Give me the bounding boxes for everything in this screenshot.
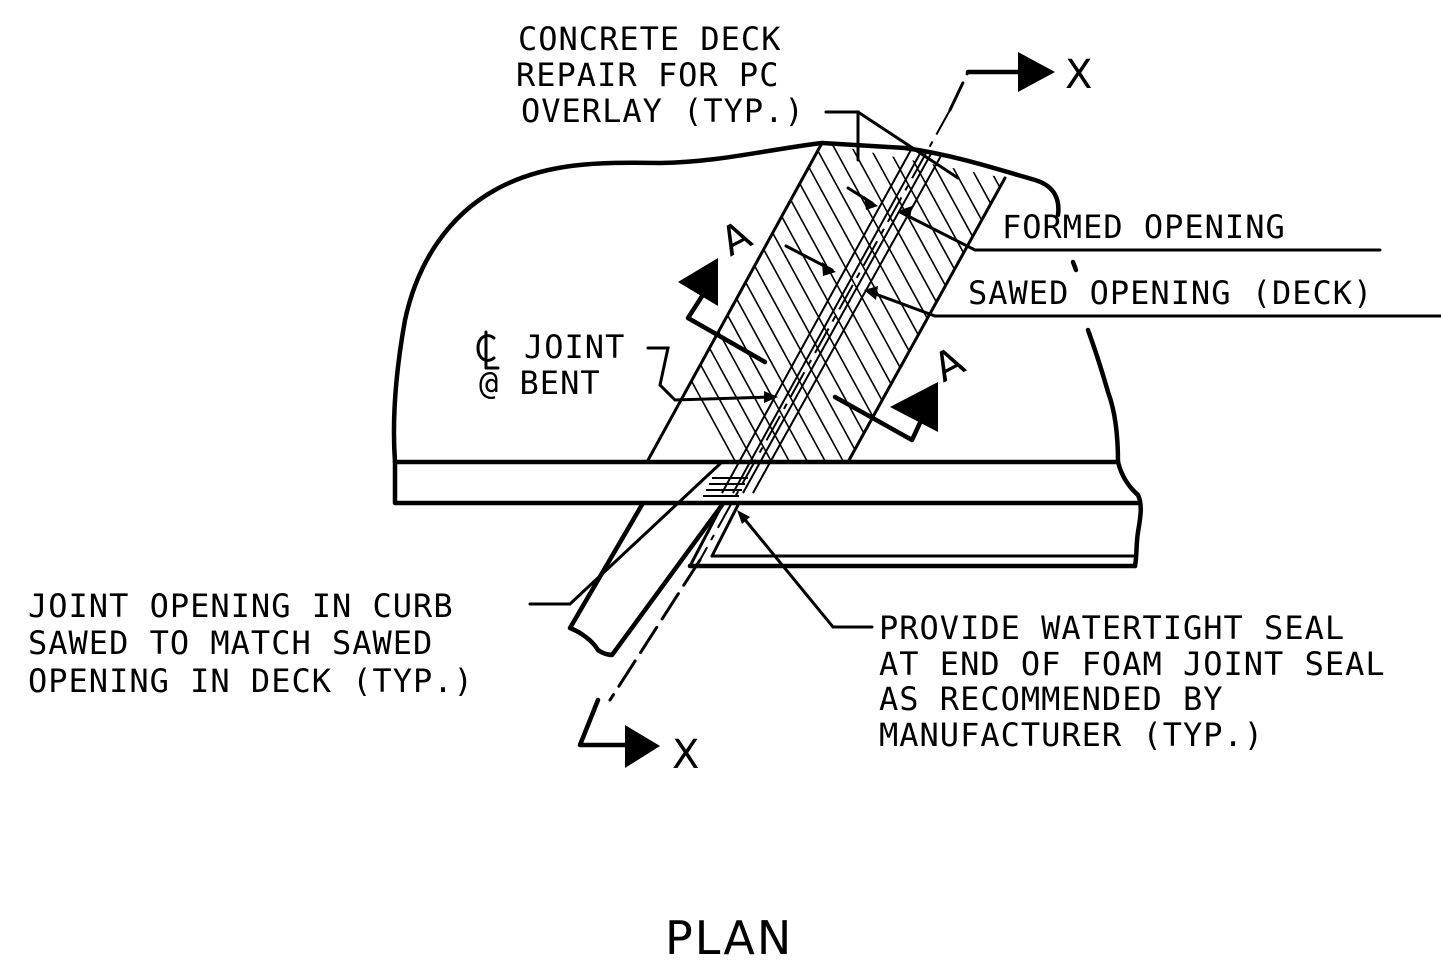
hatch-line: [647, 143, 759, 462]
curb-right-break: [1115, 459, 1143, 569]
svg-text:CONCRETE DECK: CONCRETE DECK: [518, 20, 781, 58]
hatch-line: [647, 143, 813, 462]
svg-text:OVERLAY (TYP.): OVERLAY (TYP.): [521, 92, 805, 130]
curb-joint-strip: [567, 500, 725, 658]
hatch-line: [647, 143, 741, 462]
section-x-bottom: X: [672, 732, 699, 778]
label-joint: JOINT @ BENT: [476, 328, 625, 402]
drawing-title: PLAN: [665, 911, 793, 965]
centerline-symbol: [476, 330, 500, 370]
hatch-band-outline: [645, 141, 824, 464]
svg-text:OPENING IN DECK (TYP.): OPENING IN DECK (TYP.): [28, 662, 474, 700]
curb-lower-diag: [710, 503, 740, 558]
svg-text:AS RECOMMENDED BY: AS RECOMMENDED BY: [879, 680, 1224, 718]
deck-edge-bottom: [392, 459, 1141, 506]
label-curb-opening: JOINT OPENING IN CURB SAWED TO MATCH SAW…: [28, 587, 474, 700]
section-a-lower: A: [926, 338, 972, 392]
svg-text:JOINT OPENING IN CURB: JOINT OPENING IN CURB: [28, 587, 454, 625]
deck-outline: [391, 140, 1061, 465]
leaders: [528, 110, 1441, 629]
hatch-line: [955, 143, 1005, 462]
hatch-band-outline-right: [846, 176, 1007, 464]
hatch-line: [647, 143, 795, 462]
label-watertight-seal: PROVIDE WATERTIGHT SEAL AT END OF FOAM J…: [879, 609, 1386, 754]
deck-right-tick: [1070, 259, 1079, 273]
section-x-cut: [577, 52, 1055, 768]
svg-text:@ BENT: @ BENT: [479, 364, 601, 402]
svg-text:AT END OF FOAM JOINT SEAL: AT END OF FOAM JOINT SEAL: [879, 645, 1386, 683]
hatch-line: [647, 143, 777, 462]
hatch-line: [919, 143, 1005, 462]
svg-text:REPAIR FOR PC: REPAIR FOR PC: [516, 56, 779, 94]
label-sawed-opening: SAWED OPENING (DECK): [968, 274, 1373, 312]
hatch-line: [937, 143, 1005, 462]
section-a-upper: A: [713, 212, 759, 266]
joint-end-ticks: [703, 477, 748, 497]
svg-text:JOINT: JOINT: [524, 328, 625, 366]
svg-text:SAWED TO MATCH SAWED: SAWED TO MATCH SAWED: [28, 624, 433, 662]
section-x-top: X: [1065, 52, 1092, 98]
label-formed-opening: FORMED OPENING: [1002, 208, 1286, 246]
svg-text:MANUFACTURER (TYP.): MANUFACTURER (TYP.): [879, 716, 1264, 754]
svg-text:PROVIDE WATERTIGHT SEAL: PROVIDE WATERTIGHT SEAL: [879, 609, 1345, 647]
section-a-view: [678, 258, 938, 443]
label-concrete-repair: CONCRETE DECK REPAIR FOR PC OVERLAY (TYP…: [516, 20, 805, 130]
deck-right-break: [1085, 327, 1121, 465]
